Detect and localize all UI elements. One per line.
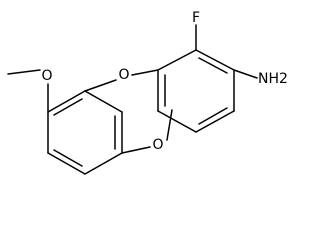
double-bond-inner xyxy=(53,149,83,167)
double-bond-inner xyxy=(198,57,228,74)
atom-labels: F O NH2 O O xyxy=(41,10,287,153)
bond-methoxy-top-oxygen-to-methyl xyxy=(7,69,41,75)
double-bond-inner xyxy=(198,107,228,125)
bond xyxy=(157,110,197,133)
ring-right-aniline xyxy=(157,49,235,133)
bond xyxy=(84,90,123,113)
bond-ring-to-ether-oxygen xyxy=(131,69,159,76)
bond-ring-to-amine xyxy=(233,69,258,79)
bond xyxy=(195,110,235,133)
amine-label: NH2 xyxy=(258,71,288,87)
ring-left-dimethoxyphenyl xyxy=(47,90,123,175)
substituent-bonds xyxy=(7,24,258,154)
bond xyxy=(157,49,197,71)
ether-oxygen-label: O xyxy=(118,67,129,83)
fluorine-label: F xyxy=(192,10,200,26)
bond xyxy=(195,49,235,71)
methoxy-bottom-oxygen-label: O xyxy=(152,137,163,153)
bond-ether-oxygen-to-ring xyxy=(84,79,117,92)
bond xyxy=(47,90,86,113)
chemical-structure-diagram: F O NH2 O O xyxy=(7,10,288,175)
bond xyxy=(84,152,123,175)
bond-methoxy-bottom-oxygen-to-methyl xyxy=(166,109,173,141)
double-bond-inner xyxy=(53,98,83,116)
methoxy-top-oxygen-label: O xyxy=(41,68,52,84)
bond xyxy=(47,152,86,175)
bond-ring-to-methoxy-bottom-oxygen xyxy=(121,146,151,154)
